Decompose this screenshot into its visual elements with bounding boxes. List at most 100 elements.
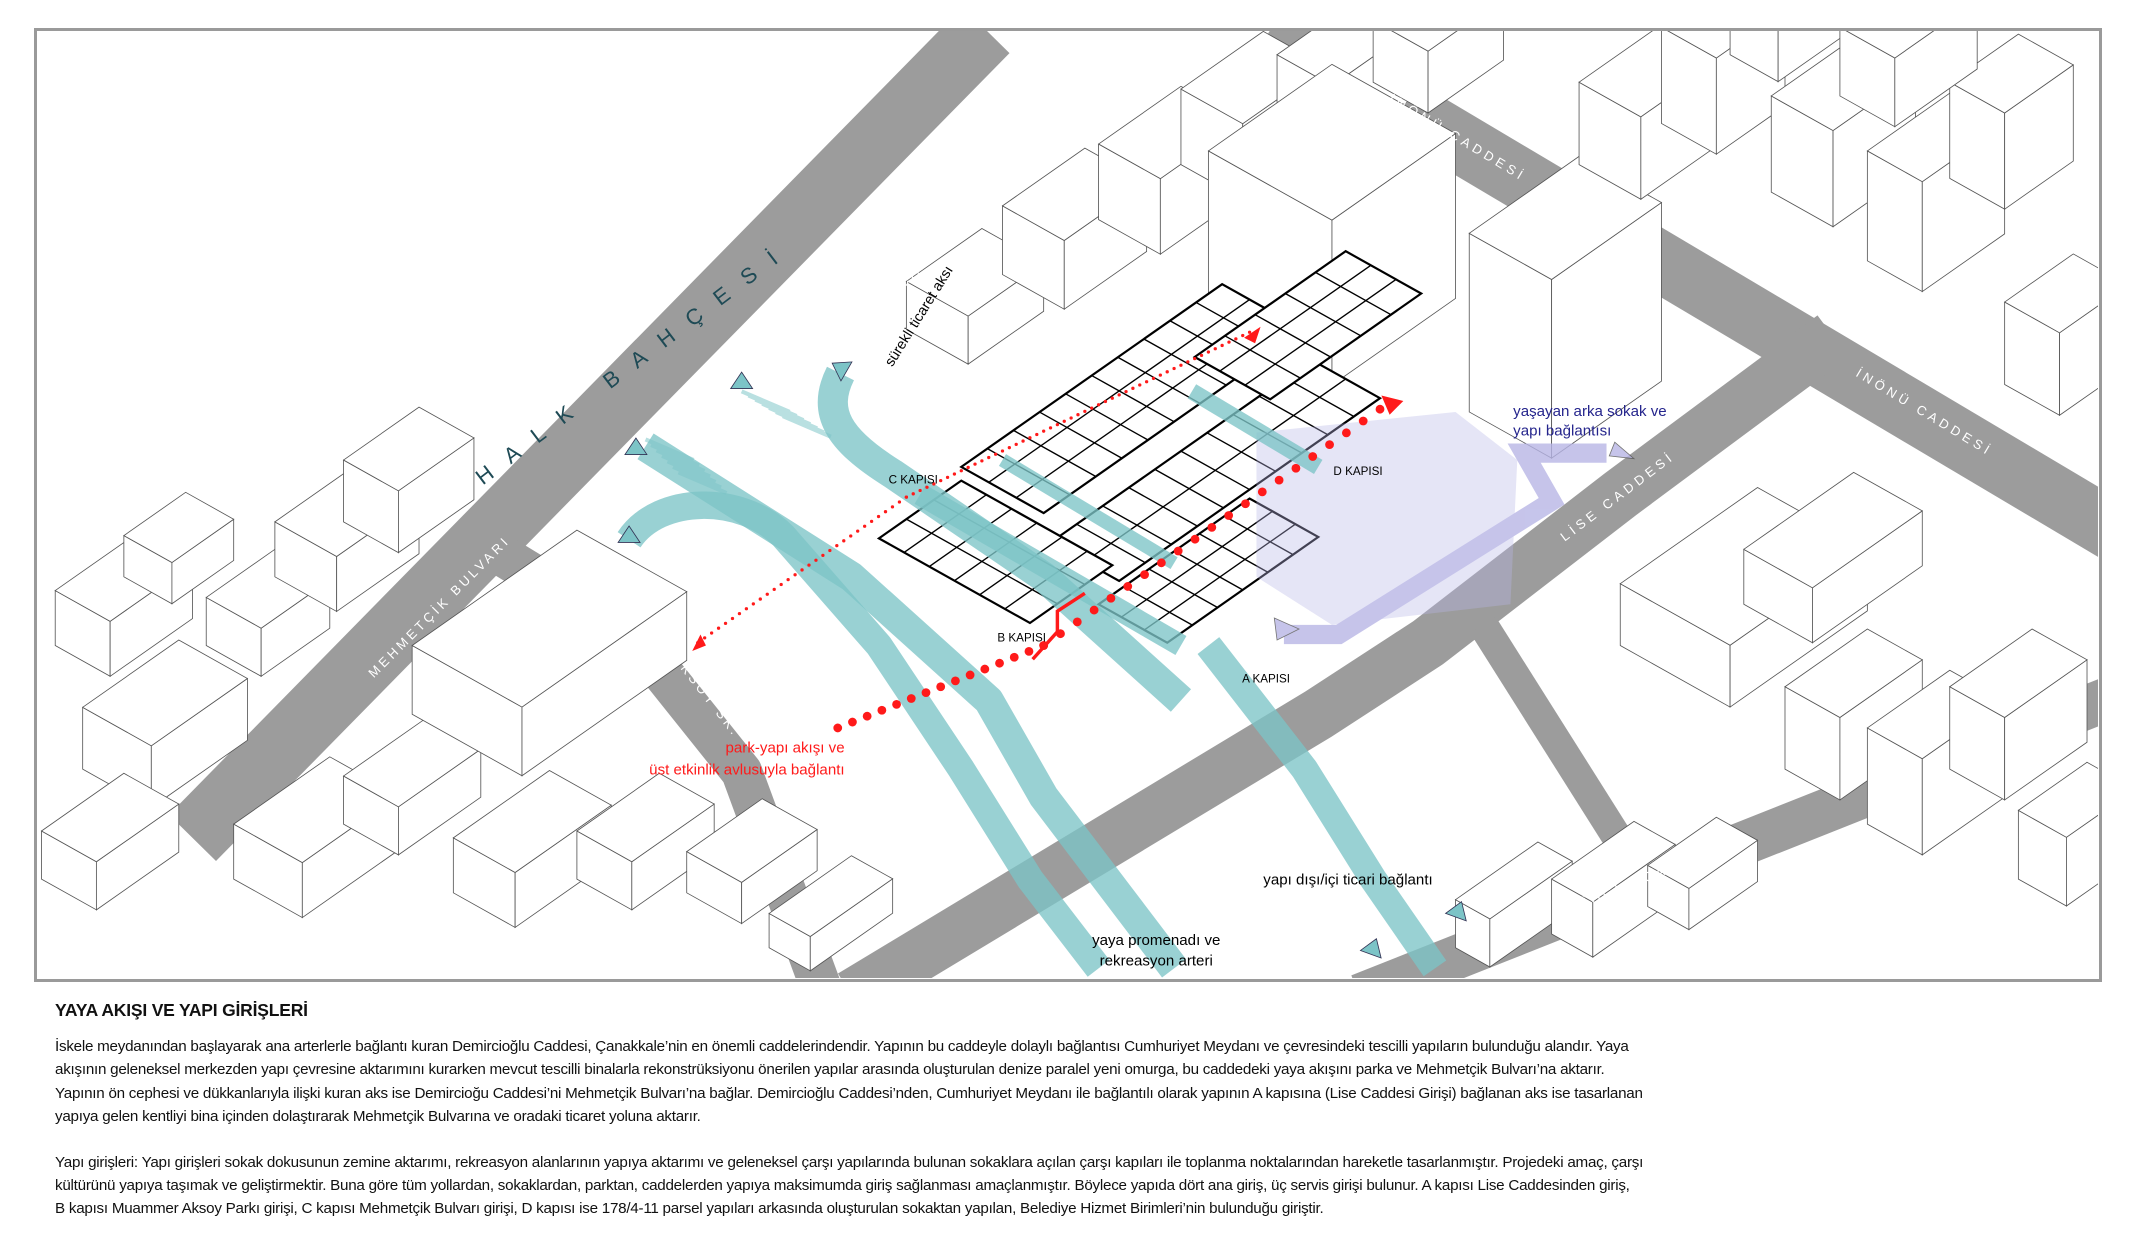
building-roof <box>81 639 249 747</box>
path-arrow-icon <box>1444 900 1467 922</box>
back-street-path <box>1256 411 1636 645</box>
flow-dot <box>1247 330 1252 334</box>
shop-wall <box>1224 515 1294 556</box>
building <box>411 529 688 777</box>
text-line: akışının geleneksel merkezden yapı çevre… <box>55 1061 1605 1079</box>
flow-dot <box>1241 333 1245 338</box>
building <box>1743 471 1924 644</box>
flow-arrow-icon <box>692 634 706 652</box>
flow-arrow-icon <box>1381 395 1404 415</box>
flow-dot <box>1131 386 1135 390</box>
shop-wall <box>1173 550 1244 591</box>
shop-wall <box>1121 510 1273 618</box>
flow-dot <box>814 558 818 562</box>
building-face <box>1777 30 1848 83</box>
building <box>2003 253 2098 417</box>
path-arcade <box>914 484 1187 656</box>
flow-stair-arrow <box>1031 591 1086 661</box>
crosswalk-stripe <box>782 414 832 439</box>
flow-dot <box>890 505 895 509</box>
paragraph-entrances: Yapı girişleri: Yapı girişleri sokak dok… <box>55 1151 2115 1221</box>
flow-dot <box>1042 429 1046 433</box>
flow-dot <box>1103 399 1108 404</box>
path-continuous-trade <box>817 366 1192 712</box>
shop-wall <box>988 298 1250 483</box>
shop-wall <box>1091 374 1175 423</box>
text-line: kültürünü yapıya taşımak ve geliştirmekt… <box>55 1177 1630 1195</box>
flow-dot <box>1190 534 1200 544</box>
red-flow-lines <box>692 326 1404 733</box>
flow-dot <box>1151 376 1156 381</box>
flow-dot <box>1274 475 1284 485</box>
flow-dot <box>1089 605 1099 615</box>
building-face <box>1894 30 1978 128</box>
building <box>2017 761 2098 907</box>
flow-dot <box>1358 416 1368 426</box>
building-roof <box>1948 33 2075 114</box>
flow-dot <box>758 597 762 601</box>
shop-wall <box>1123 586 1193 626</box>
flow-dot <box>936 682 946 692</box>
flow-dot <box>1227 340 1231 344</box>
shop-wall <box>1143 523 1296 631</box>
flow-dot <box>951 676 960 686</box>
flow-dot <box>842 539 846 543</box>
building-roof <box>768 855 894 937</box>
section-title: YAYA AKIŞI VE YAPI GİRİŞLERİ <box>55 1000 308 1020</box>
flow-dot <box>1072 617 1082 627</box>
text-line: yapıya gelen kentliyi bina içinden dolaş… <box>55 1108 701 1126</box>
flow-dot <box>730 616 735 621</box>
flow-dot <box>987 455 991 460</box>
flow-dot <box>1024 647 1034 656</box>
flow-dot <box>869 519 874 524</box>
shop-wall <box>1219 264 1372 372</box>
building-roof <box>1207 63 1457 221</box>
flow-dot <box>848 717 857 727</box>
context-buildings <box>40 30 2098 972</box>
gate-label-d: D KAPISI <box>1333 465 1382 478</box>
flow-dot <box>779 582 783 587</box>
shop-wall <box>1315 271 1392 316</box>
flow-dot <box>1014 442 1018 447</box>
shop-wall <box>1148 568 1218 609</box>
flow-dot <box>703 636 707 640</box>
building-roof <box>2003 253 2098 334</box>
flow-dot <box>1076 413 1080 417</box>
flow-dot <box>1007 446 1011 450</box>
building-face <box>2059 305 2098 417</box>
text-line: Yapının ön cephesi ve dükkanlarıyla iliş… <box>55 1084 1643 1102</box>
flow-dot <box>980 664 990 674</box>
building-roof <box>1389 30 1459 52</box>
flow-dot <box>835 544 839 548</box>
flow-dot <box>993 452 998 456</box>
building-roof <box>576 772 715 863</box>
flow-dot <box>892 699 901 709</box>
annotation-promenade-1: yaya promenadı ve <box>1092 932 1220 949</box>
flow-dot <box>772 587 776 592</box>
flow-dot <box>1199 353 1204 357</box>
description-block: YAYA AKIŞI VE YAPI GİRİŞLERİ İskele meyd… <box>55 1000 2115 1243</box>
building <box>1948 628 2088 801</box>
flow-dot <box>965 670 975 680</box>
building-roof <box>411 529 688 708</box>
building <box>1948 33 2075 210</box>
shop-wall <box>1198 533 1269 573</box>
flow-dot <box>765 592 769 596</box>
building-roof <box>1743 471 1924 589</box>
flow-dot <box>1220 343 1224 348</box>
flow-dot <box>1257 487 1267 497</box>
flow-dot <box>1117 393 1121 397</box>
path-arrow-icon <box>1359 938 1382 959</box>
building <box>342 406 475 554</box>
flow-dot <box>906 694 916 703</box>
flow-dot <box>1124 389 1128 394</box>
path-arrows <box>617 361 1467 959</box>
building-roof <box>1843 30 1936 59</box>
building-face <box>1427 30 1504 114</box>
flow-dot <box>966 465 970 470</box>
flow-dot <box>1206 350 1211 354</box>
text-line: B kapısı Muammer Aksoy Parkı girişi, C k… <box>55 1200 1324 1218</box>
flow-dot <box>1325 440 1334 450</box>
site-axonometric-map: HALK BAHÇESİ MEHMETÇİK BULVARI MEHMETÇİK… <box>36 30 2098 978</box>
building <box>576 772 715 911</box>
